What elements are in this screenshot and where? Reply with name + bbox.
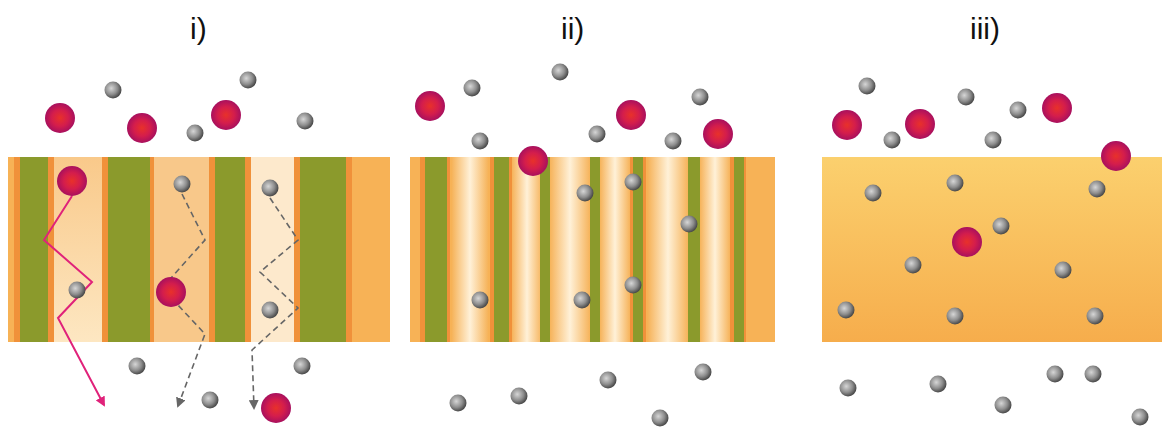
panel-label: i) <box>190 12 207 45</box>
dense-membrane <box>822 157 1162 342</box>
particles <box>45 72 314 424</box>
panel-label: ii) <box>561 12 584 45</box>
porous-membrane <box>8 157 390 342</box>
panel-label: iii) <box>970 12 1000 45</box>
particle-paths <box>44 194 298 408</box>
particles <box>832 78 1149 426</box>
fine-porous-membrane <box>410 157 775 342</box>
particles <box>415 64 733 427</box>
